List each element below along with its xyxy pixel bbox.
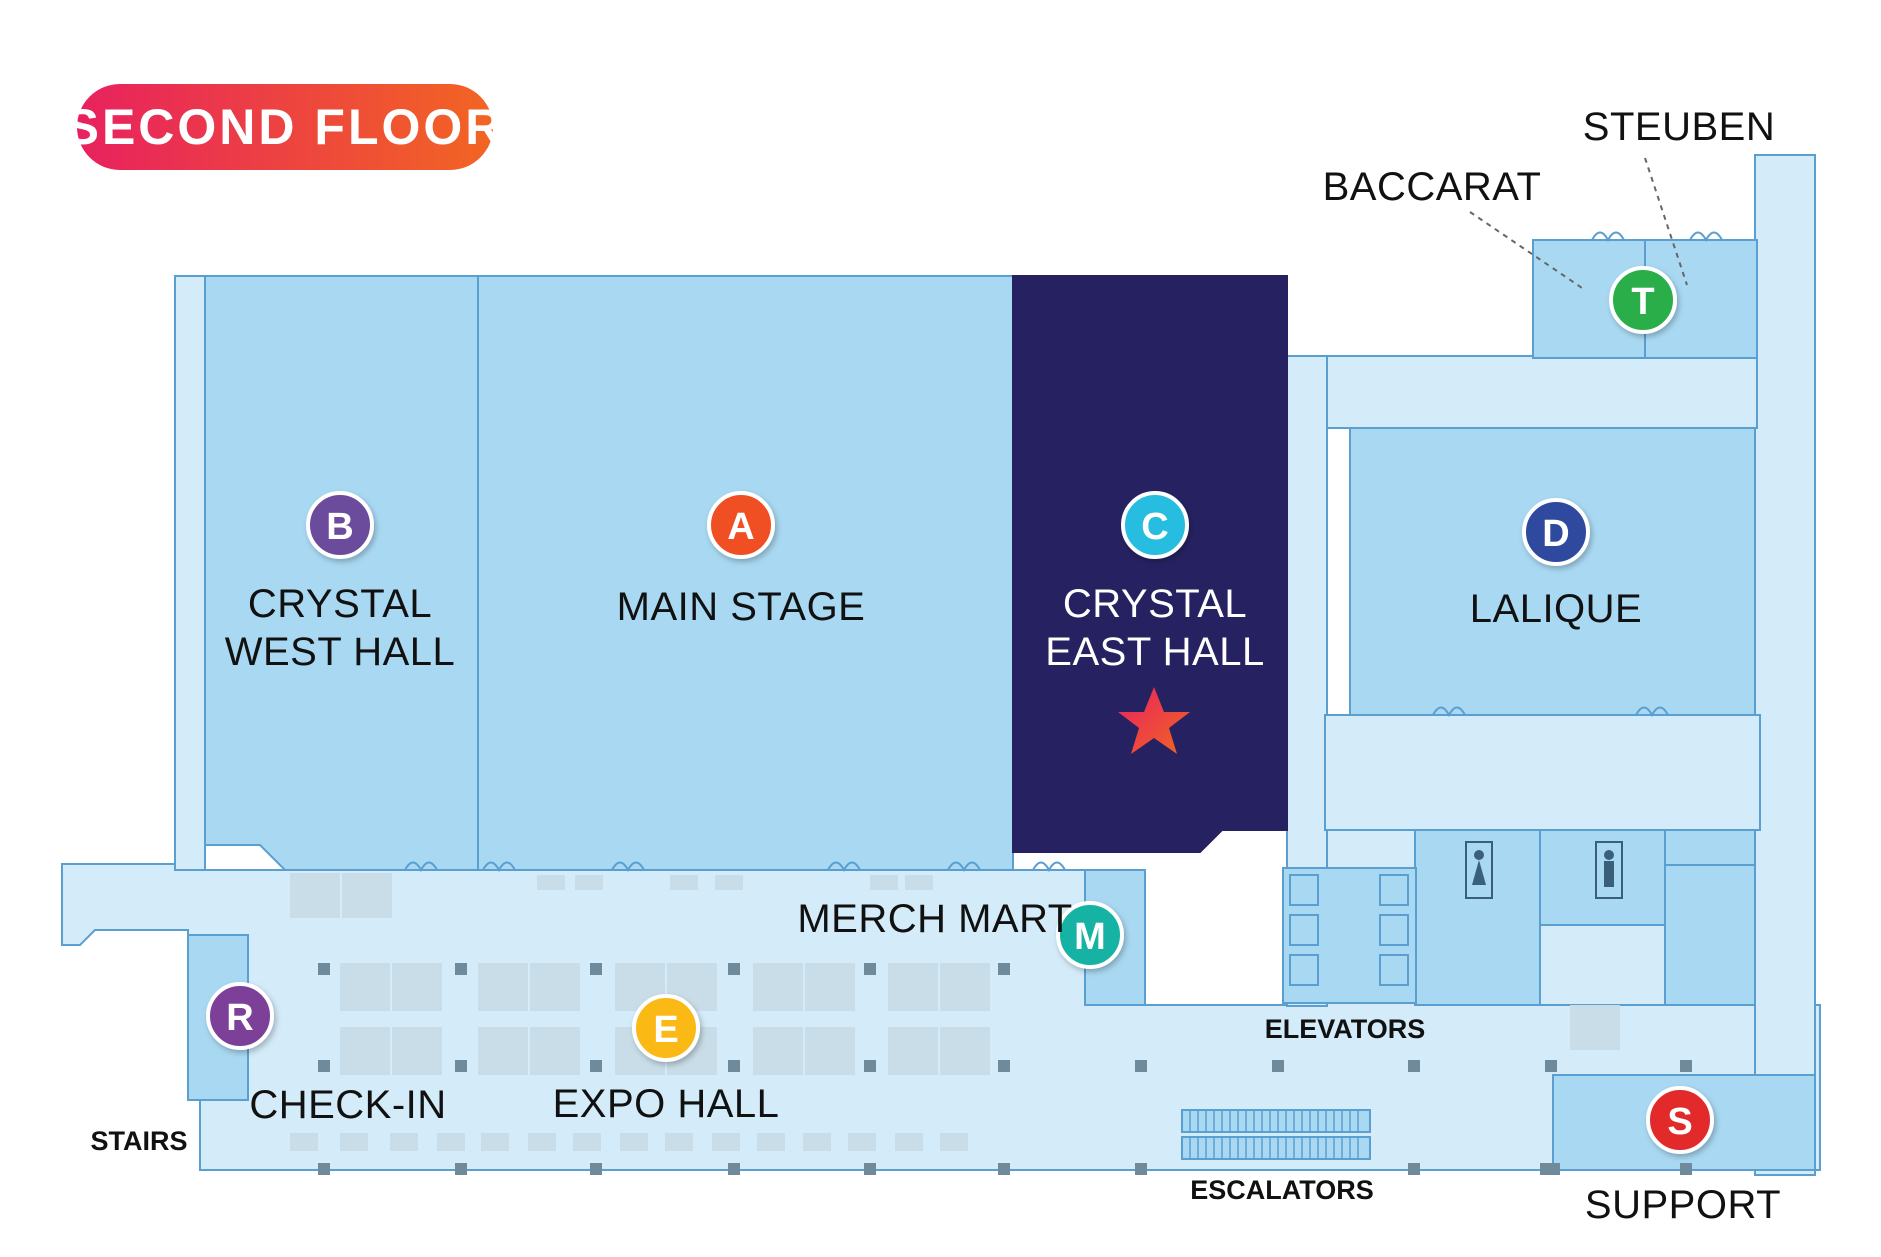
pin-b-circle bbox=[306, 491, 374, 559]
elevators-block bbox=[1282, 867, 1417, 1004]
escalators bbox=[1181, 1109, 1371, 1160]
floor-badge-label: SECOND FLOOR bbox=[66, 99, 505, 155]
expo-booths bbox=[290, 873, 1620, 1151]
pin-m[interactable]: M bbox=[1056, 901, 1124, 969]
room-main-stage[interactable] bbox=[477, 275, 1014, 871]
label-merch-mart: MERCH MART bbox=[797, 897, 1072, 941]
leader-lines bbox=[1469, 157, 1688, 291]
pin-s-letter: S bbox=[1667, 1101, 1692, 1143]
pin-d-circle bbox=[1522, 498, 1590, 566]
pin-a-letter: A bbox=[727, 506, 754, 548]
label-steuben: STEUBEN bbox=[1583, 105, 1775, 149]
pin-t[interactable]: T bbox=[1609, 266, 1677, 334]
pin-b-letter: B bbox=[326, 506, 353, 548]
label-baccarat: BACCARAT bbox=[1323, 165, 1542, 209]
pin-c-circle bbox=[1121, 491, 1189, 559]
door-swings bbox=[404, 231, 1723, 873]
pin-s-circle bbox=[1646, 1086, 1714, 1154]
room-lalique[interactable] bbox=[1349, 427, 1756, 716]
pin-a[interactable]: A bbox=[707, 491, 775, 559]
pin-c-letter: C bbox=[1141, 506, 1168, 548]
pin-b[interactable]: B bbox=[306, 491, 374, 559]
label-crystal-east-line1: CRYSTAL bbox=[1063, 582, 1247, 626]
label-crystal-west-line2: WEST HALL bbox=[225, 630, 456, 674]
pin-e-circle bbox=[632, 994, 700, 1062]
pin-r[interactable]: R bbox=[206, 982, 274, 1050]
label-lalique: LALIQUE bbox=[1470, 587, 1642, 631]
pin-r-circle bbox=[206, 982, 274, 1050]
pin-r-letter: R bbox=[226, 997, 253, 1039]
restrooms-block bbox=[1414, 829, 1756, 1006]
columns bbox=[318, 963, 1692, 1175]
pin-t-letter: T bbox=[1631, 281, 1654, 323]
star-icon bbox=[1118, 687, 1190, 754]
label-expo-hall: EXPO HALL bbox=[553, 1082, 780, 1126]
pin-e[interactable]: E bbox=[632, 994, 700, 1062]
label-escalators: ESCALATORS bbox=[1190, 1175, 1374, 1205]
label-crystal-west-line1: CRYSTAL bbox=[248, 582, 432, 626]
pin-e-letter: E bbox=[653, 1009, 678, 1051]
label-main-stage: MAIN STAGE bbox=[617, 585, 866, 629]
pin-m-letter: M bbox=[1074, 916, 1106, 958]
mens-restroom-icon bbox=[1595, 841, 1623, 899]
pin-c[interactable]: C bbox=[1121, 491, 1189, 559]
pin-t-circle bbox=[1609, 266, 1677, 334]
floor-badge: SECOND FLOOR bbox=[66, 84, 505, 170]
label-support: SUPPORT bbox=[1585, 1183, 1781, 1227]
pin-m-circle bbox=[1056, 901, 1124, 969]
room-crystal-east-hall[interactable] bbox=[1012, 275, 1288, 853]
label-crystal-east-line2: EAST HALL bbox=[1045, 630, 1264, 674]
pin-d-letter: D bbox=[1542, 513, 1569, 555]
label-stairs: STAIRS bbox=[90, 1126, 187, 1156]
womens-restroom-icon bbox=[1465, 841, 1493, 899]
room-crystal-west-hall[interactable] bbox=[204, 275, 479, 871]
pin-a-circle bbox=[707, 491, 775, 559]
pin-s[interactable]: S bbox=[1646, 1086, 1714, 1154]
label-check-in: CHECK-IN bbox=[249, 1083, 446, 1127]
pin-d[interactable]: D bbox=[1522, 498, 1590, 566]
label-elevators: ELEVATORS bbox=[1265, 1014, 1426, 1044]
